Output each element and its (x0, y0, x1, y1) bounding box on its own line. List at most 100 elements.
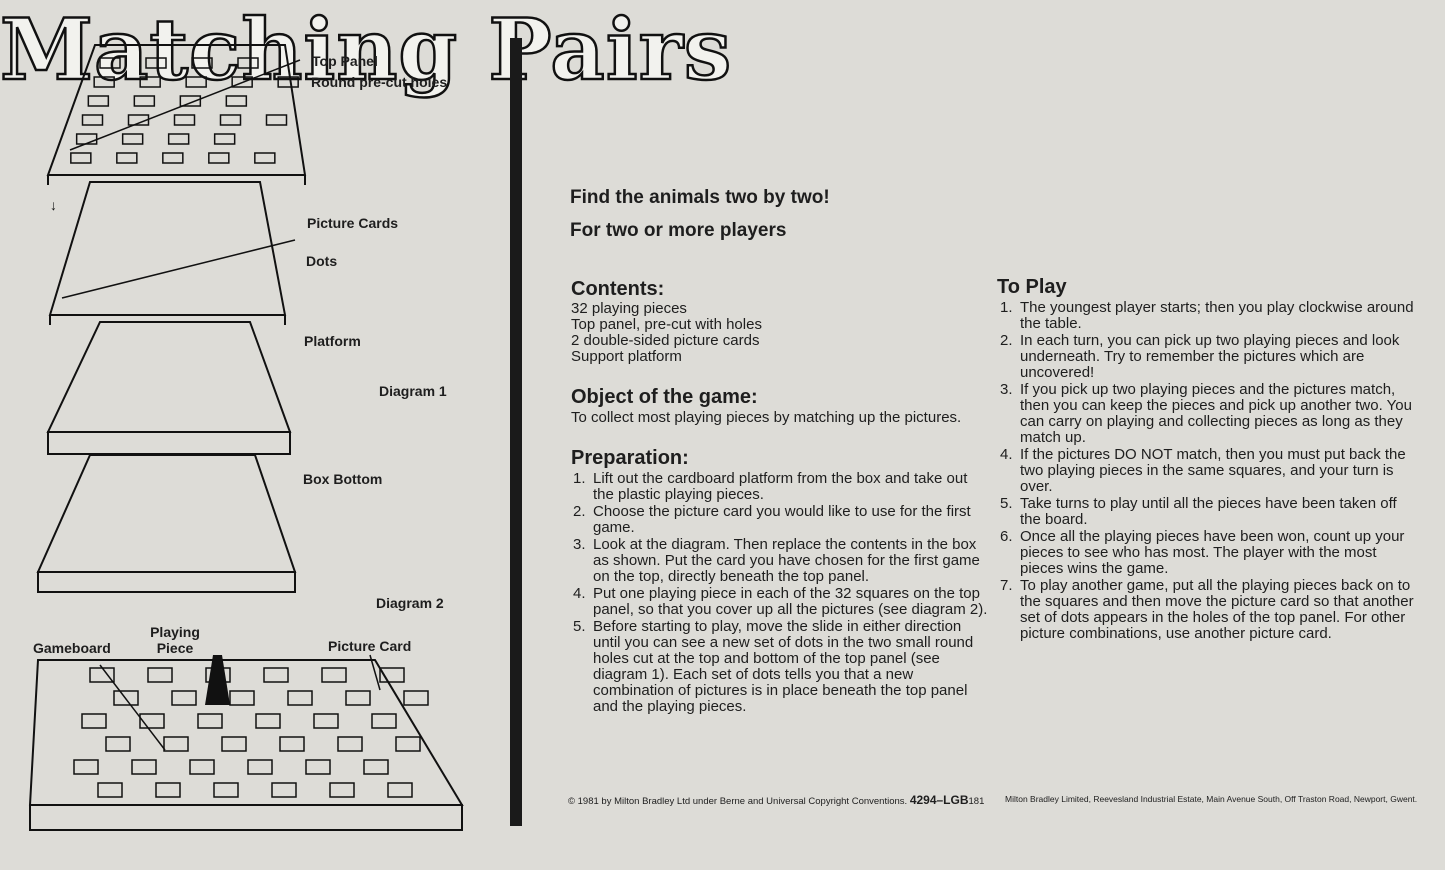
label-diagram-1: Diagram 1 (379, 383, 447, 399)
list-item: 5.Take turns to play until all the piece… (1000, 495, 1397, 528)
label-top-panel: Top Panel (312, 53, 378, 69)
board-square (70, 152, 92, 164)
svg-text:↓: ↓ (50, 197, 57, 213)
board-square (321, 667, 347, 683)
board-square (89, 667, 115, 683)
board-square (213, 133, 236, 145)
board-square (105, 736, 131, 752)
label-diagram-2: Diagram 2 (376, 595, 444, 611)
top-panel-drawing (46, 44, 307, 176)
board-square (189, 759, 215, 775)
board-square (116, 152, 138, 164)
board-square (371, 713, 397, 729)
board-square (255, 713, 281, 729)
board-square (395, 736, 421, 752)
to-play-heading: To Play (997, 276, 1067, 298)
board-square (185, 76, 207, 88)
to-play-list: 1.The youngest player starts; then you p… (998, 300, 1418, 643)
board-square (171, 690, 197, 706)
board-square (363, 759, 389, 775)
board-square (139, 76, 161, 88)
list-item: 5.Before starting to play, move the slid… (573, 618, 974, 715)
board-square (229, 690, 255, 706)
board-square (162, 152, 184, 164)
board-square (337, 736, 363, 752)
tagline-2: For two or more players (570, 220, 787, 241)
board-square (127, 114, 150, 126)
object-text: To collect most playing pieces by matchi… (571, 409, 962, 426)
list-item: 6.Once all the playing pieces have been … (1000, 528, 1405, 577)
board-square (231, 76, 253, 88)
label-picture-cards: Picture Cards (307, 215, 399, 231)
board-square (93, 76, 115, 88)
preparation-heading: Preparation: (571, 447, 689, 469)
board-square (403, 690, 429, 706)
board-square (263, 667, 289, 683)
publisher-address: Milton Bradley Limited, Reevesland Indus… (1005, 794, 1418, 804)
list-item: 7.To play another game, put all the play… (1000, 577, 1414, 642)
label-round-holes: Round pre-cut holes (311, 74, 448, 90)
label-dots: Dots (306, 253, 338, 269)
label-picture-card: Picture Card (328, 638, 412, 654)
list-item: 2.Choose the picture card you would like… (573, 503, 971, 536)
label-platform: Platform (304, 333, 361, 349)
board-square (133, 95, 156, 107)
board-square (279, 736, 305, 752)
board-square (145, 57, 167, 69)
board-square (277, 76, 299, 88)
list-item: 4.Put one playing piece in each of the 3… (573, 585, 988, 618)
tagline-1: Find the animals two by two! (570, 187, 830, 208)
assembly-diagram: ↓ (28, 44, 464, 831)
contents-item: Support platform (571, 348, 682, 365)
label-playing-piece: Playing Piece (150, 624, 200, 656)
contents-item: Top panel, pre-cut with holes (571, 316, 762, 333)
picture-card-drawing (48, 181, 287, 316)
board-square (313, 713, 339, 729)
board-square (221, 736, 247, 752)
list-item: 1.Lift out the cardboard platform from t… (573, 470, 968, 503)
preparation-list: 1.Lift out the cardboard platform from t… (571, 471, 991, 716)
board-square (254, 152, 276, 164)
list-item: 3.Look at the diagram. Then replace the … (573, 536, 980, 585)
contents-list: 32 playing pieces Top panel, pre-cut wit… (571, 301, 762, 365)
board-square (163, 736, 189, 752)
list-item: 2.In each turn, you can pick up two play… (1000, 332, 1400, 381)
label-box-bottom: Box Bottom (303, 471, 383, 487)
board-square (87, 95, 110, 107)
board-square (97, 782, 123, 798)
contents-heading: Contents: (571, 278, 665, 300)
board-square (99, 57, 121, 69)
playing-piece-drawing (205, 655, 230, 705)
board-square (345, 690, 371, 706)
board-square (167, 133, 190, 145)
label-gameboard: Gameboard (33, 640, 111, 656)
contents-item: 32 playing pieces (571, 300, 687, 317)
board-square (305, 759, 331, 775)
board-square (155, 782, 181, 798)
board-square (237, 57, 259, 69)
list-item: 1.The youngest player starts; then you p… (1000, 299, 1414, 332)
board-square (219, 114, 242, 126)
board-square (287, 690, 313, 706)
board-square (139, 713, 165, 729)
board-square (387, 782, 413, 798)
board-square (121, 133, 144, 145)
board-square (179, 95, 202, 107)
platform-drawing (46, 321, 292, 433)
board-square (147, 667, 173, 683)
board-square (197, 713, 223, 729)
box-bottom-drawing (36, 454, 297, 573)
page-title: Matching Pairs (0, 0, 733, 100)
board-square (247, 759, 273, 775)
copyright: © 1981 by Milton Bradley Ltd under Berne… (568, 793, 985, 807)
board-square (379, 667, 405, 683)
board-square (131, 759, 157, 775)
board-square (113, 690, 139, 706)
board-square (81, 114, 104, 126)
list-item: 3.If you pick up two playing pieces and … (1000, 381, 1412, 446)
object-heading: Object of the game: (571, 386, 758, 408)
divider-bar (510, 38, 522, 826)
board-square (173, 114, 196, 126)
board-square (329, 782, 355, 798)
board-square (73, 759, 99, 775)
